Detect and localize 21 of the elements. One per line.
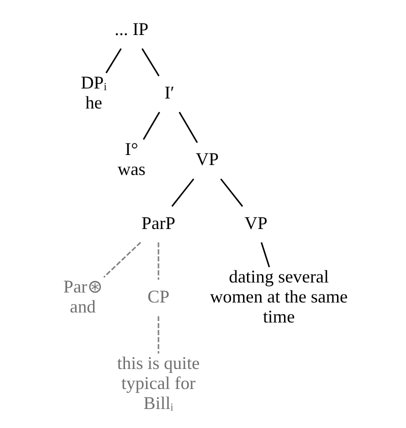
connector: [158, 242, 160, 280]
connector: [260, 242, 270, 268]
node-text: VP: [244, 212, 268, 233]
connector: [142, 48, 160, 76]
connector: [106, 48, 122, 74]
node-text: Par⊛ and: [63, 276, 102, 316]
connector: [220, 178, 244, 207]
node-text: ... IP: [114, 18, 149, 39]
node-text: CP: [148, 286, 170, 306]
connector: [178, 112, 198, 144]
node-text: VP: [196, 149, 219, 170]
node-text: this is quite typical for Billᵢ: [117, 353, 200, 413]
node-text: ParP: [142, 212, 176, 233]
node-text: I° was: [118, 139, 146, 180]
connector: [158, 316, 160, 354]
node-text: I′: [164, 82, 174, 102]
connector: [103, 242, 142, 278]
connector: [171, 178, 194, 207]
connector: [142, 112, 160, 140]
node-text: dating several women at the same time: [210, 266, 348, 326]
node-text: DPᵢ he: [80, 72, 107, 112]
